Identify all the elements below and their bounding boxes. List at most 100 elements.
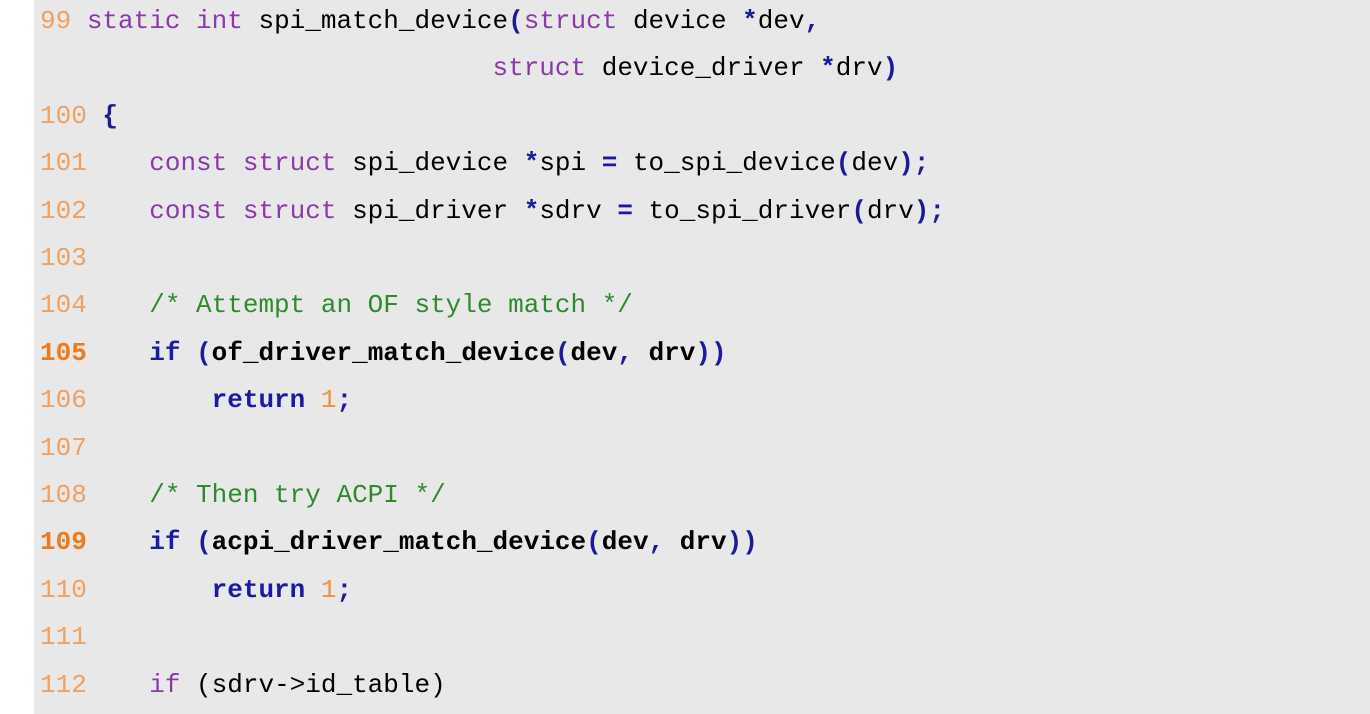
code-line: 108 /* Then try ACPI */ [40,475,446,515]
line-number: 110 [40,574,87,605]
code-token: return [211,385,306,416]
code-token: dev [757,6,805,36]
code-token: /* Then try ACPI */ [149,480,446,510]
code-token: = [601,148,618,179]
code-token: { [102,100,119,131]
code-line: 100 { [40,96,118,136]
code-token: spi [539,148,602,179]
code-line: 106 return 1; [40,380,352,420]
line-number: 99 [40,6,72,36]
code-token: )) [695,337,727,368]
code-token: ( [196,337,212,368]
code-token: * [523,148,540,179]
code-token: if [149,669,181,700]
code-token: if [149,337,181,368]
code-token: , [648,527,665,558]
code-token: drv [866,195,914,226]
code-token: const struct [149,195,337,226]
code-token: ( [586,527,602,558]
code-line: 112 if (sdrv->id_table) [40,665,446,705]
code-token: spi_match_device [242,6,509,36]
code-token: drv [835,53,883,84]
code-token: if [149,527,181,558]
code-token: const struct [149,148,337,179]
code-token [87,148,149,178]
line-number: 101 [40,148,87,179]
code-token [180,338,196,368]
code-listing: 99 static int spi_match_device(struct de… [34,0,1370,714]
code-token: to_spi_device [617,148,836,179]
code-token: 1 [320,574,337,605]
code-token: ; [336,574,353,605]
code-line: 110 return 1; [40,570,352,610]
code-line: 105 if (of_driver_match_device(dev, drv)… [40,333,727,373]
code-token: , [804,6,821,36]
code-token [87,338,149,368]
code-token [87,575,212,605]
line-number: 112 [40,669,87,700]
code-token: , [617,337,633,368]
code-token: ) [882,53,899,84]
code-token [71,6,87,36]
code-token: * [742,6,758,36]
code-token: * [523,195,540,226]
code-line: 102 const struct spi_driver *sdrv = to_s… [40,191,945,231]
code-token: of_driver_match_device [211,337,555,368]
code-token: struct [492,53,587,84]
line-number: 100 [40,100,87,131]
code-token: * [820,53,836,84]
line-number: 109 [40,527,87,558]
code-token: ( [196,527,212,558]
code-token: spi_device [336,148,524,179]
code-token: drv [664,527,727,558]
code-token [180,527,196,557]
code-line: 99 static int spi_match_device(struct de… [40,1,820,41]
line-number: 105 [40,337,87,368]
code-token: = [617,195,633,226]
code-token [305,575,321,605]
line-number: 102 [40,195,87,226]
code-token: spi_driver [336,195,524,226]
code-token: ( [835,148,852,179]
code-token [87,101,103,131]
line-number: 103 [40,243,87,273]
line-number: 111 [40,622,87,653]
code-token: ( [851,195,867,226]
code-token [87,480,149,510]
code-token [87,196,149,226]
line-number: 104 [40,290,87,321]
code-token [87,385,212,415]
code-token: (sdrv->id_table) [180,669,446,700]
code-token: device_driver [586,53,821,84]
code-token: )) [726,527,758,558]
code-token: ; [336,385,353,416]
code-token: /* Attempt an OF style match */ [149,290,633,321]
code-line: 107 [40,428,87,468]
code-line: 101 const struct spi_device *spi = to_sp… [40,143,929,183]
code-token: dev [601,527,649,558]
code-token: sdrv [539,195,618,226]
code-token [87,290,149,320]
code-line: 103 [40,238,87,278]
code-token: ); [913,195,946,226]
code-token: acpi_driver_match_device [211,527,587,558]
line-number: 106 [40,385,87,416]
code-token: drv [632,337,696,368]
code-token: 1 [320,385,337,416]
code-token: ( [554,337,571,368]
code-line: struct device_driver *drv) [40,48,898,88]
code-token: struct [523,6,618,36]
line-number: 107 [40,432,87,463]
code-token: ( [508,6,524,36]
code-token: static int [86,6,243,36]
code-token [87,670,149,700]
code-line: 111 [40,617,87,657]
code-token: ); [898,148,930,179]
code-token: dev [851,148,899,179]
code-token [87,527,149,557]
code-token [40,53,492,83]
code-token: to_spi_driver [632,195,852,226]
code-token: dev [570,337,618,368]
code-token: return [211,574,306,605]
code-token [305,385,321,415]
